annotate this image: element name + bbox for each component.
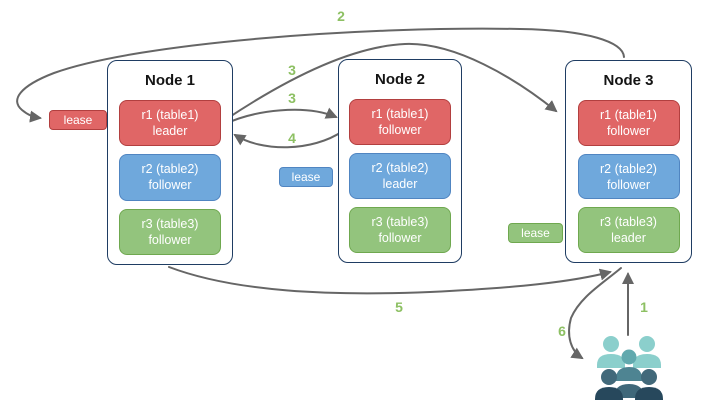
replica-role: follower [378, 123, 422, 137]
arrow-step-2-node3-to-lease [16, 27, 625, 123]
replica-name: r1 (table1) [141, 108, 199, 123]
arrow-step-5-node1-to-node3 [168, 266, 612, 295]
replica-role: leader [152, 124, 188, 139]
replica-name: r3 (table3) [600, 215, 657, 230]
node-3: Node 3 r1 (table1) follower r2 (table2) … [565, 60, 692, 263]
node-2: Node 2 r1 (table1) follower r2 (table2) … [338, 59, 462, 263]
node-2-replica-r1: r1 (table1) follower [349, 99, 451, 145]
node-3-replica-r3: r3 (table3) leader [577, 207, 680, 254]
node-2-title: Node 2 [374, 71, 425, 88]
replica-role: follower [148, 232, 192, 247]
replica-role: follower [378, 231, 422, 245]
replica-name: r3 (table3) [371, 215, 429, 229]
lease-badge-table1: lease [49, 110, 107, 130]
replica-name: r2 (table2) [371, 161, 429, 175]
step-label-4: 4 [288, 130, 296, 146]
node-2-replica-r2: r2 (table2) leader [349, 153, 451, 199]
node-3-replica-r2: r2 (table2) follower [577, 153, 680, 200]
replica-name: r3 (table3) [141, 216, 199, 231]
replica-role: follower [606, 123, 651, 138]
step-label-1: 1 [640, 299, 648, 315]
arrow-step-4-node2-to-node1 [233, 130, 344, 149]
replica-name: r1 (table1) [600, 107, 657, 122]
node-1-replica-r3: r3 (table3) follower [119, 208, 221, 255]
node-1-replica-r2: r2 (table2) follower [119, 154, 221, 201]
lease-badge-table2: lease [279, 167, 333, 187]
step-label-3b: 3 [288, 90, 296, 106]
replica-role: follower [606, 177, 651, 192]
replica-name: r1 (table1) [371, 107, 429, 121]
node-1: Node 1 r1 (table1) leader r2 (table2) fo… [107, 60, 233, 265]
node-3-title: Node 3 [603, 72, 654, 89]
replica-name: r2 (table2) [600, 161, 657, 176]
replica-role: follower [148, 178, 192, 193]
step-label-2: 2 [337, 8, 345, 24]
node-1-title: Node 1 [144, 72, 195, 89]
replica-role: leader [611, 231, 646, 246]
node-1-replica-r1: r1 (table1) leader [119, 100, 221, 147]
step-label-6: 6 [558, 323, 566, 339]
lease-badge-table3: lease [508, 223, 563, 243]
users-icon [595, 336, 663, 400]
arrow-step-6-node3-to-users [568, 267, 622, 360]
step-label-3a: 3 [288, 62, 296, 78]
arrow-step-3-node1-to-node2 [224, 107, 338, 125]
replica-role: leader [382, 177, 418, 191]
arrow-step-3-node1-to-node3 [224, 42, 558, 121]
node-2-replica-r3: r3 (table3) follower [349, 207, 451, 253]
replica-name: r2 (table2) [141, 162, 199, 177]
step-label-5: 5 [395, 299, 403, 315]
node-3-replica-r1: r1 (table1) follower [577, 100, 680, 146]
